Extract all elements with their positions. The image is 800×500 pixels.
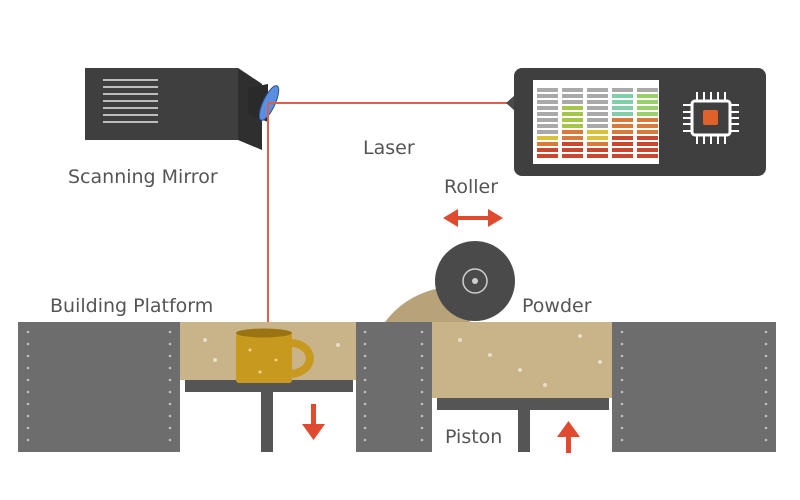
equalizer-display [537, 88, 658, 158]
platform-down-arrow [302, 404, 325, 440]
mug-icon [236, 328, 314, 383]
scanning-mirror-icon [85, 68, 280, 150]
laser-beam [267, 102, 510, 328]
roller-label: Roller [444, 176, 498, 198]
powder-label: Powder [522, 295, 592, 317]
piston-label: Piston [445, 426, 502, 448]
laser-label: Laser [363, 137, 415, 159]
powder-chamber [432, 322, 612, 452]
right-wall [612, 322, 776, 452]
roller-icon [435, 241, 515, 321]
scanning-mirror-label: Scanning Mirror [68, 166, 218, 188]
middle-wall [356, 322, 432, 452]
piston-up-arrow [557, 421, 580, 453]
roller-motion-arrow [443, 209, 503, 227]
left-wall [18, 322, 180, 452]
chip-icon [683, 92, 739, 144]
building-platform-label: Building Platform [50, 295, 213, 317]
